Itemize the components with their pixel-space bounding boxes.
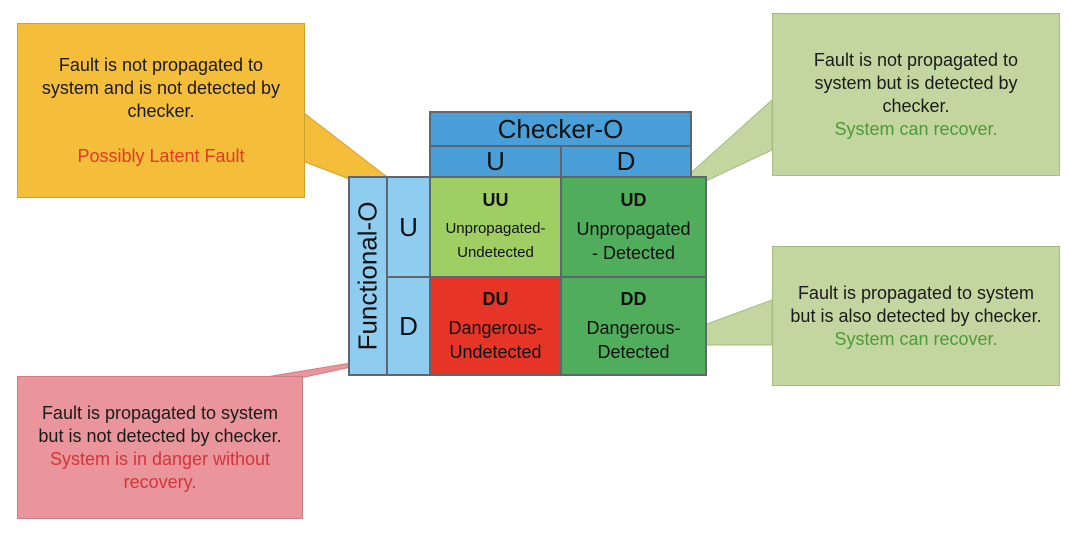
callout-dd-note: System can recover. bbox=[834, 328, 998, 349]
row-d-header: D bbox=[386, 276, 431, 376]
column-u-label: U bbox=[486, 146, 505, 176]
functional-header: Functional-O bbox=[348, 176, 388, 376]
callout-uu-note: Possibly Latent Fault bbox=[77, 145, 245, 166]
checker-header: Checker-O bbox=[429, 111, 692, 147]
cell-ud: UD Unpropagated - Detected bbox=[560, 176, 707, 278]
cell-ud-code: UD bbox=[620, 189, 647, 210]
callout-uu: Fault is not propagated to system and is… bbox=[17, 23, 305, 198]
row-d-label: D bbox=[399, 310, 418, 341]
callout-ud-note: System can recover. bbox=[834, 118, 998, 139]
cell-uu-name: Unpropagated- Undetected bbox=[445, 219, 546, 261]
cell-du-code: DU bbox=[482, 288, 509, 309]
callout-du: Fault is propagated to system but is not… bbox=[17, 376, 303, 519]
callout-dd: Fault is propagated to system but is als… bbox=[772, 246, 1060, 386]
callout-ud: Fault is not propagated to system but is… bbox=[772, 13, 1060, 176]
callout-uu-text: Fault is not propagated to system and is… bbox=[41, 54, 281, 121]
functional-header-label: Functional-O bbox=[352, 201, 383, 351]
callout-du-text: Fault is propagated to system but is not… bbox=[38, 402, 282, 446]
cell-dd-code: DD bbox=[620, 288, 647, 309]
cell-dd: DD Dangerous- Detected bbox=[560, 276, 707, 376]
callout-ud-text: Fault is not propagated to system but is… bbox=[813, 49, 1019, 116]
cell-du: DU Dangerous- Undetected bbox=[429, 276, 562, 376]
callout-dd-text: Fault is propagated to system but is als… bbox=[790, 282, 1042, 326]
cell-ud-name: Unpropagated - Detected bbox=[576, 218, 691, 263]
callout-du-note: System is in danger without recovery. bbox=[49, 448, 271, 492]
row-u-header: U bbox=[386, 176, 431, 278]
column-u-header: U bbox=[429, 145, 562, 178]
column-d-label: D bbox=[616, 146, 636, 176]
cell-uu: UU Unpropagated- Undetected bbox=[429, 176, 562, 278]
checker-header-label: Checker-O bbox=[497, 113, 624, 144]
cell-uu-code: UU bbox=[482, 189, 509, 210]
cell-du-name: Dangerous- Undetected bbox=[448, 317, 543, 362]
column-d-header: D bbox=[560, 145, 692, 178]
cell-dd-name: Dangerous- Detected bbox=[586, 317, 681, 362]
row-u-label: U bbox=[399, 211, 418, 242]
